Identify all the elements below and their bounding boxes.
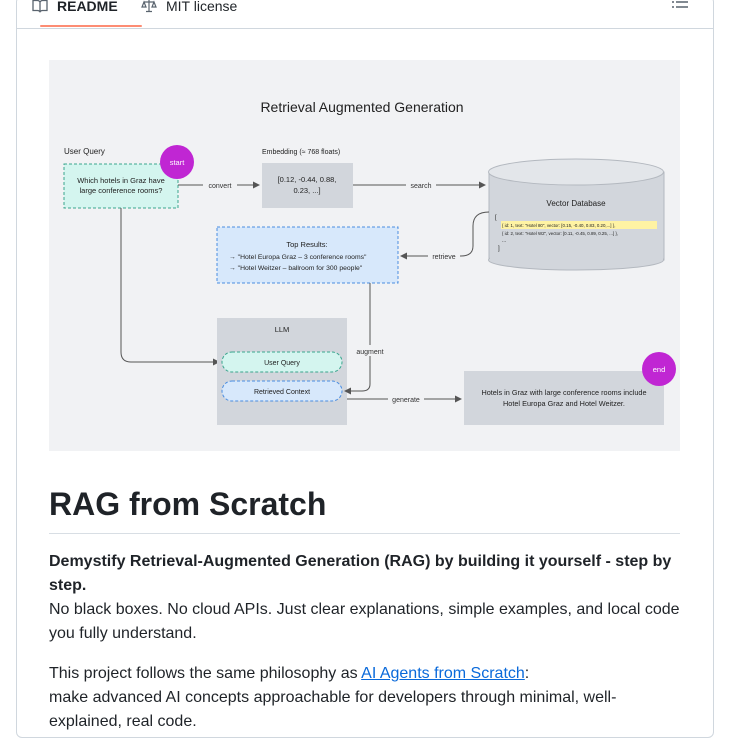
- rag-diagram-svg: Retrieval Augmented Generation User Quer…: [63, 99, 676, 425]
- rag-diagram: Retrieval Augmented Generation User Quer…: [49, 60, 680, 451]
- user-query-box: [63, 163, 179, 209]
- page-title: RAG from Scratch: [49, 486, 327, 522]
- llm-context-label: Retrieved Context: [254, 389, 310, 396]
- db-bracket-close: ]: [498, 246, 500, 252]
- philosophy-suffix: :: [524, 665, 530, 682]
- list-icon: [672, 1, 688, 8]
- search-label-bg: [406, 179, 436, 190]
- user-query-label: User Query: [64, 147, 105, 156]
- query-to-llm-arrow: [120, 208, 220, 366]
- augment-label-bg: [352, 345, 388, 356]
- outline-button[interactable]: [671, 0, 689, 14]
- heading-divider: [49, 533, 680, 534]
- philosophy-prefix: This project follows the same philosophy…: [49, 665, 362, 682]
- philosophy-text: make advanced AI concepts approachable f…: [49, 689, 617, 730]
- vector-db-label: Vector Database: [546, 199, 606, 208]
- tab-readme[interactable]: README: [32, 0, 118, 18]
- answer-line2: Hotel Europa Graz and Hotel Weitzer.: [503, 399, 625, 408]
- ai-agents-link[interactable]: AI Agents from Scratch: [361, 665, 525, 682]
- db-bracket-open: [: [495, 215, 497, 221]
- readme-tabbar: README MIT license: [16, 0, 713, 29]
- book-icon: [32, 0, 48, 13]
- generate-label-bg: [388, 393, 424, 404]
- query-text-line1: Which hotels in Graz have: [77, 176, 165, 185]
- diagram-title: Retrieval Augmented Generation: [260, 99, 463, 115]
- convert-label-bg: [203, 179, 237, 190]
- db-ellipsis: ...: [502, 238, 506, 244]
- augment-arrow: [344, 283, 371, 395]
- db-row2: { id: 2, text: "Hotel W2", vector: [0.11…: [502, 231, 618, 236]
- result-1: → "Hotel Europa Graz – 3 conference room…: [229, 254, 367, 261]
- db-row1: { id: 1, text: "Hotel 80", vector: [0.15…: [502, 223, 615, 228]
- llm-label: LLM: [275, 325, 290, 334]
- tab-readme-label: README: [57, 0, 118, 14]
- intro-text: No black boxes. No cloud APIs. Just clea…: [49, 601, 680, 642]
- convert-label: convert: [209, 183, 232, 190]
- active-tab-indicator: [40, 25, 142, 27]
- retrieve-label-bg: [428, 250, 460, 261]
- embedding-line1: [0.12, -0.44, 0.88,: [278, 175, 337, 184]
- tab-license[interactable]: MIT license: [141, 0, 237, 18]
- scale-icon: [141, 0, 157, 13]
- answer-line1: Hotels in Graz with large conference roo…: [481, 388, 646, 397]
- query-text-line2: large conference rooms?: [80, 186, 163, 195]
- retrieve-label: retrieve: [432, 254, 455, 261]
- end-badge: [642, 352, 676, 386]
- embedding-label: Embedding (≈ 768 floats): [262, 149, 340, 156]
- vector-db-cover: [490, 172, 663, 260]
- start-label: start: [170, 158, 186, 167]
- db-row1-highlight: [501, 221, 657, 229]
- top-results-label: Top Results:: [286, 240, 327, 249]
- philosophy-paragraph: This project follows the same philosophy…: [49, 662, 689, 734]
- llm-user-query-label: User Query: [264, 360, 300, 367]
- llm-user-query-pill: [221, 351, 343, 373]
- start-badge: [160, 145, 194, 179]
- generate-label: generate: [392, 397, 420, 404]
- intro-bold: Demystify Retrieval-Augmented Generation…: [49, 553, 672, 594]
- llm-context-pill: [221, 380, 343, 402]
- vector-db-top: [488, 158, 664, 186]
- answer-box: [464, 371, 664, 425]
- tab-license-label: MIT license: [166, 0, 238, 14]
- embedding-box: [262, 163, 353, 208]
- result-2: → "Hotel Weitzer – ballroom for 300 peop…: [229, 265, 363, 272]
- embedding-line2: 0.23, ...]: [293, 186, 320, 195]
- top-results-box: [216, 226, 399, 284]
- retrieve-arrow: [400, 211, 490, 260]
- end-label: end: [653, 365, 666, 374]
- search-label: search: [410, 183, 431, 190]
- augment-label: augment: [356, 349, 383, 356]
